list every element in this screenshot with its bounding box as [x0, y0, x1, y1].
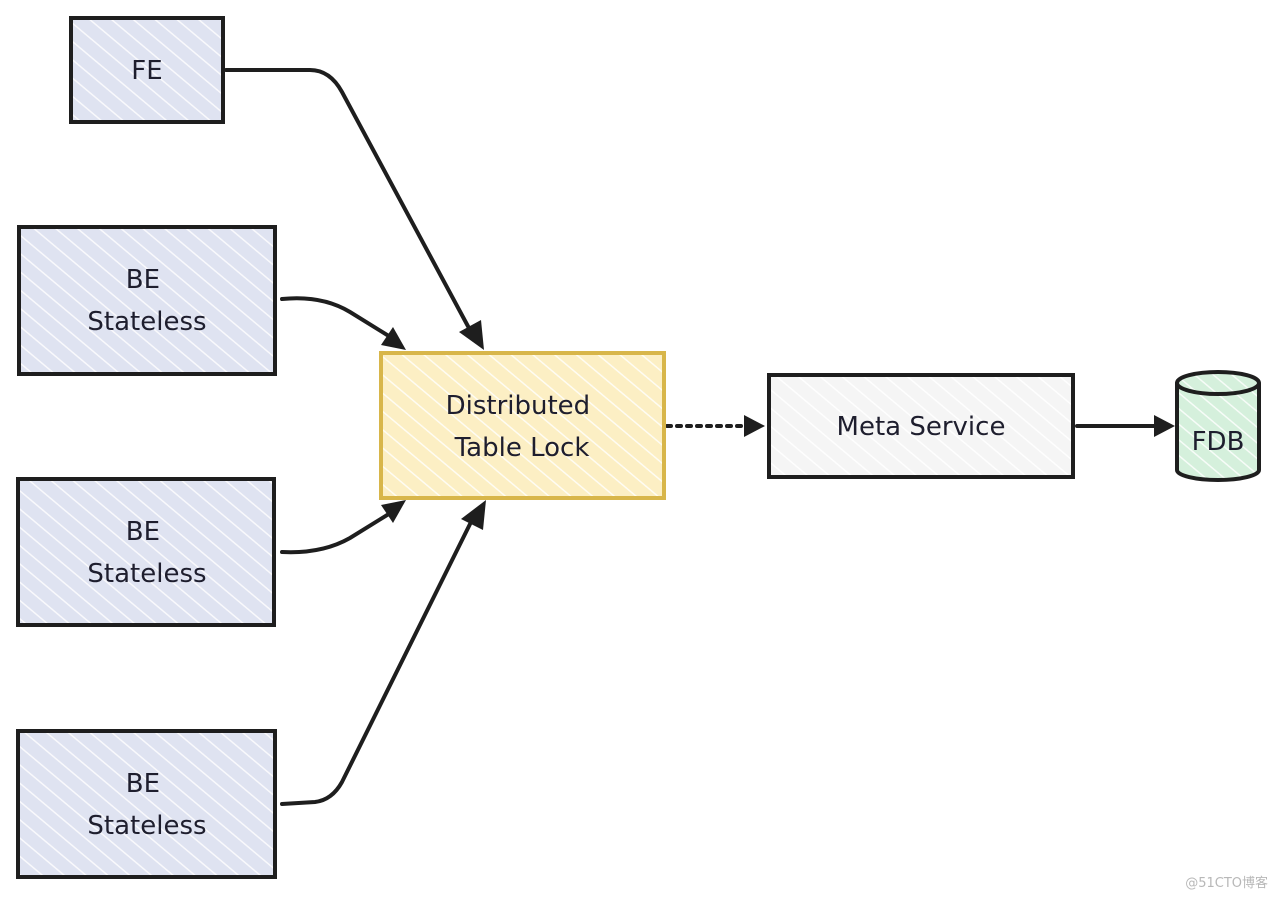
- watermark: @51CTO博客: [1185, 876, 1268, 891]
- edge-fe-to-lock: [224, 68, 472, 332]
- node-distributed-table-lock: Distributed Table Lock: [379, 351, 666, 500]
- node-be-stateless-3: BE Stateless: [16, 729, 277, 879]
- arrowhead-be3-to-lock: [461, 500, 486, 530]
- svg-text:FE: FE: [131, 56, 162, 86]
- node-fe-label: FE: [131, 56, 162, 86]
- node-be-3-label-line-1: BE: [126, 769, 160, 799]
- svg-text:Meta Service: Meta Service: [837, 412, 1006, 442]
- node-be-stateless-1: BE Stateless: [17, 225, 277, 376]
- fdb-cylinder-body: [1175, 383, 1261, 482]
- svg-text:BE Stateless: BE Stateless: [87, 517, 206, 589]
- node-meta-label: Meta Service: [837, 412, 1006, 442]
- arrowhead-be2-to-lock: [381, 500, 406, 523]
- node-be-stateless-2: BE Stateless: [16, 477, 276, 627]
- arrowhead-fe-to-lock: [459, 320, 484, 350]
- svg-text:BE Stateless: BE Stateless: [87, 769, 206, 841]
- svg-text:FDB: FDB: [1192, 427, 1245, 457]
- node-fe: FE: [69, 16, 225, 124]
- svg-text:Distributed Table Lock: Distributed Table Lock: [446, 391, 599, 463]
- fdb-cylinder-top: [1175, 370, 1261, 396]
- node-be-1-label-line-2: Stateless: [87, 307, 206, 337]
- node-meta-service: Meta Service: [767, 373, 1075, 479]
- node-lock-label-line-2: Table Lock: [454, 433, 590, 463]
- arrowhead-be1-to-lock: [381, 327, 406, 350]
- arrowhead-lock-to-meta: [744, 415, 765, 437]
- edge-be1-to-lock: [280, 296, 394, 340]
- node-fdb-database: FDB: [1175, 370, 1261, 482]
- arrowhead-meta-to-fdb: [1154, 415, 1175, 437]
- edge-be3-to-lock: [280, 518, 474, 806]
- edge-be2-to-lock: [280, 510, 394, 555]
- node-lock-label-line-1: Distributed: [446, 391, 591, 421]
- node-be-2-label-line-1: BE: [126, 517, 160, 547]
- edges: [224, 68, 1157, 806]
- svg-text:BE Stateless: BE Stateless: [87, 265, 206, 337]
- node-fdb-label: FDB: [1192, 427, 1245, 457]
- node-be-2-label-line-2: Stateless: [87, 559, 206, 589]
- node-be-1-label-line-1: BE: [126, 265, 160, 295]
- arrowheads: [381, 320, 1175, 530]
- node-be-3-label-line-2: Stateless: [87, 811, 206, 841]
